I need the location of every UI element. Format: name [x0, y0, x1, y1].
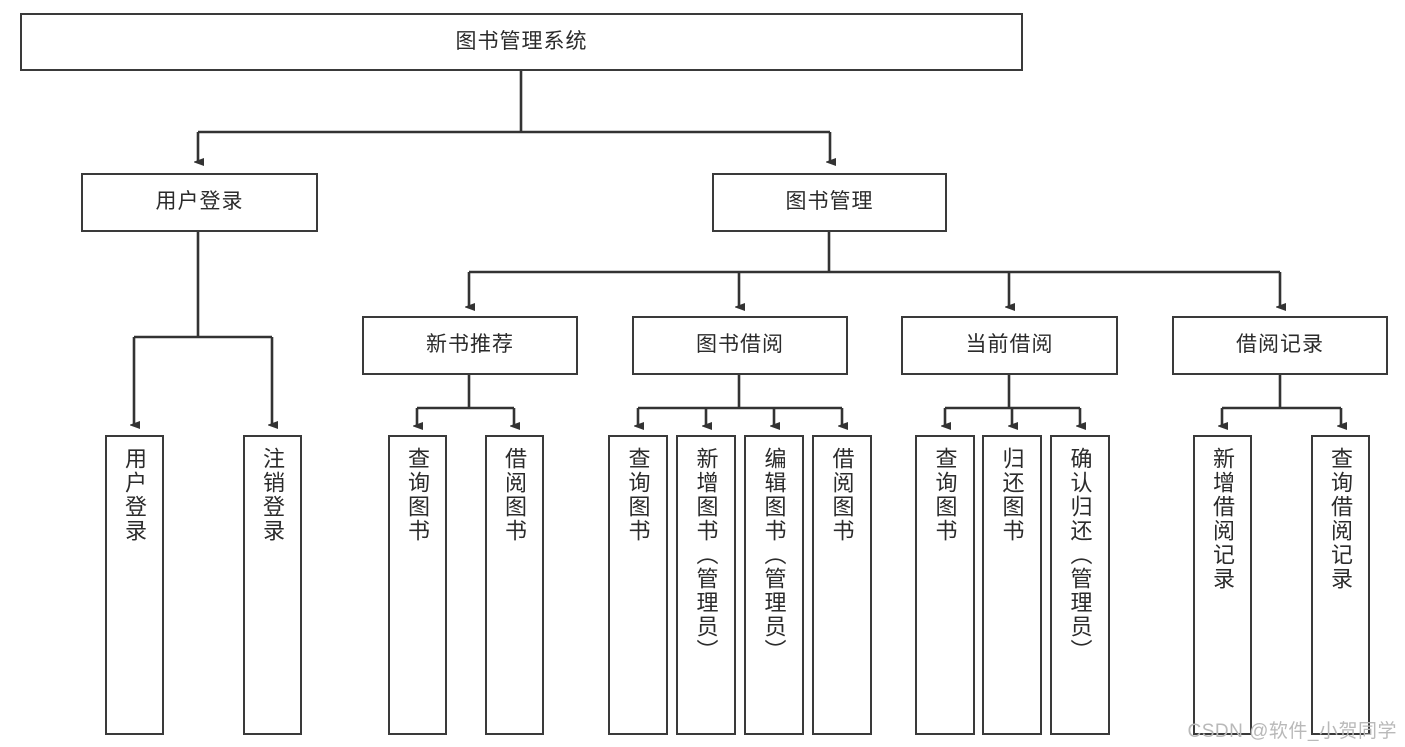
leaf-current-borrow-confirm-return[interactable]: 确认归还（管理员） [1050, 435, 1110, 735]
leaf-new-book-query[interactable]: 查询图书 [388, 435, 447, 735]
node-book-management[interactable]: 图书管理 [712, 173, 947, 232]
leaf-borrow-record-query[interactable]: 查询借阅记录 [1311, 435, 1370, 735]
node-label: 查询图书 [932, 447, 958, 543]
node-label: 确认归还（管理员） [1067, 447, 1093, 663]
node-label: 归还图书 [999, 447, 1025, 543]
leaf-book-borrow-add[interactable]: 新增图书（管理员） [676, 435, 736, 735]
node-root-system[interactable]: 图书管理系统 [20, 13, 1023, 71]
node-label: 当前借阅 [965, 333, 1054, 357]
node-new-book-recommend[interactable]: 新书推荐 [362, 316, 578, 375]
leaf-book-borrow-edit[interactable]: 编辑图书（管理员） [744, 435, 804, 735]
node-label: 图书借阅 [696, 333, 784, 357]
node-label: 用户登录 [155, 190, 244, 214]
watermark: CSDN @软件_小贺同学 [1187, 721, 1397, 742]
node-current-borrow[interactable]: 当前借阅 [901, 316, 1118, 375]
node-label: 查询图书 [405, 447, 431, 543]
node-book-borrow[interactable]: 图书借阅 [632, 316, 848, 375]
leaf-current-borrow-return[interactable]: 归还图书 [982, 435, 1042, 735]
node-label: 编辑图书（管理员） [761, 447, 787, 663]
node-label: 新增图书（管理员） [693, 447, 719, 663]
node-label: 图书管理系统 [455, 29, 588, 53]
leaf-book-borrow-borrow[interactable]: 借阅图书 [812, 435, 872, 735]
leaf-user-login-logout[interactable]: 注销登录 [243, 435, 302, 735]
node-label: 图书管理 [785, 190, 874, 214]
node-user-login[interactable]: 用户登录 [81, 173, 318, 232]
node-label: 新书推荐 [426, 333, 514, 357]
node-label: 借阅图书 [502, 447, 528, 543]
node-label: 用户登录 [122, 447, 148, 543]
leaf-book-borrow-query[interactable]: 查询图书 [608, 435, 668, 735]
node-label: 查询图书 [625, 447, 651, 543]
node-borrow-record[interactable]: 借阅记录 [1172, 316, 1388, 375]
node-label: 注销登录 [260, 447, 286, 543]
node-label: 新增借阅记录 [1210, 447, 1236, 591]
leaf-current-borrow-query[interactable]: 查询图书 [915, 435, 975, 735]
leaf-user-login-login[interactable]: 用户登录 [105, 435, 164, 735]
leaf-borrow-record-add[interactable]: 新增借阅记录 [1193, 435, 1252, 735]
node-label: 借阅图书 [829, 447, 855, 543]
leaf-new-book-borrow[interactable]: 借阅图书 [485, 435, 544, 735]
node-label: 借阅记录 [1236, 333, 1324, 357]
node-label: 查询借阅记录 [1328, 447, 1354, 591]
